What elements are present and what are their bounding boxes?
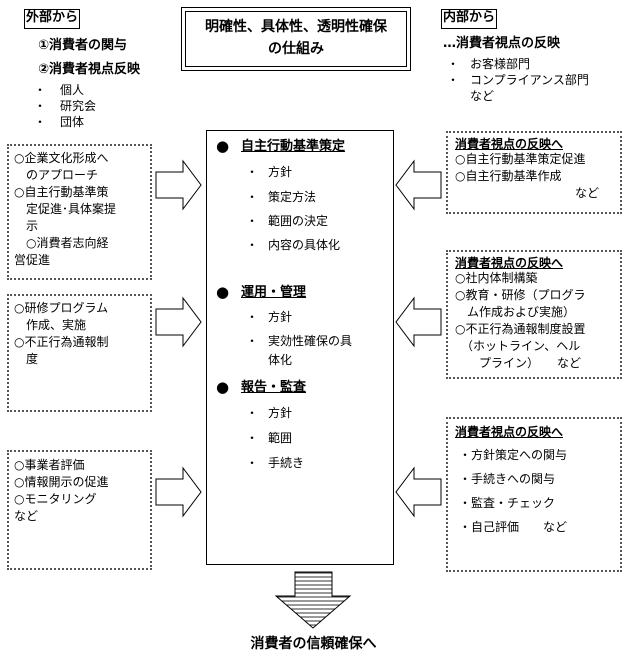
small-bullet: ・ [246,214,259,228]
right-box-2 [446,250,622,379]
right-bullet-2: コンプライアンス部門 [470,73,589,87]
left-bullet-1: 個人 [60,83,85,97]
section-title-reporting: 報告・監査 [241,380,307,395]
left-box-1-text: ○企業文化形成へ のアプローチ ○自主行動基準策 定促進･具体案提 示 ○消費者… [14,151,117,267]
title-line-1: 明確性、具体性、透明性確保 [205,19,387,35]
title-box-inner [185,11,407,67]
small-bullet: ・ [246,334,259,348]
section-1-item-1: 方針 [268,165,293,179]
section-2-item-3: 体化 [268,353,293,367]
right-box-1-text: ○自主行動基準策定促進 ○自主行動基準作成 など [455,152,600,200]
right-box-3 [446,417,622,572]
small-bullet: ・ [246,238,259,252]
arrow-left-icon [395,159,442,211]
right-box-2-title: 消費者視点の反映へ [455,256,564,270]
small-bullet: ・ [246,190,259,204]
section-bullet: ● [216,283,230,301]
right-box-1 [446,131,622,214]
left-box-1 [7,144,152,280]
section-1-item-2: 策定方法 [268,190,317,204]
arrow-left-icon [395,466,442,518]
arrow-left-icon [395,296,442,348]
right-box-2-text: ○社内体制構築 ○教育・研修（プログラ ム作成および実施） ○不正行為通報制度設… [455,271,586,370]
left-bullet-dot: ・ [34,115,47,129]
title-box [181,7,411,71]
inside-label: 内部から [443,10,496,25]
small-bullet: ・ [246,431,259,445]
section-bullet: ● [216,137,230,155]
section-2-item-1: 方針 [268,310,293,324]
inside-label-box [441,9,497,29]
left-bullet-dot: ・ [34,83,47,97]
left-box-2-text: ○研修プログラム 作成、実施 ○不正行為通報制 度 [14,301,109,366]
conclusion-text: 消費者の信頼確保へ [250,636,377,652]
right-box-3-title: 消費者視点の反映へ [455,425,564,439]
left-bullet-3: 団体 [60,115,85,129]
left-bullet-dot: ・ [34,99,47,113]
left-bullet-2: 研究会 [60,99,97,113]
outside-label: 外部から [26,10,79,25]
right-box-3-item-1: ・方針策定への関与 [459,448,568,462]
small-bullet: ・ [246,456,259,470]
outside-label-box [24,9,80,29]
section-3-item-3: 手続き [268,456,305,470]
section-title-operation: 運用・管理 [241,285,307,300]
section-2-item-2: 実効性確保の具 [268,334,353,348]
left-box-2 [7,294,152,412]
right-box-1-title: 消費者視点の反映へ [455,137,564,151]
section-3-item-2: 範囲 [268,431,293,445]
section-1-item-4: 内容の具体化 [268,238,341,252]
section-title-self-regulation: 自主行動基準策定 [241,139,346,154]
arrow-right-icon [155,159,202,211]
small-bullet: ・ [246,310,259,324]
right-box-3-item-2: ・手続きへの関与 [459,472,556,486]
left-item-1: ①消費者の関与 [38,38,128,53]
section-1-item-3: 範囲の決定 [268,214,329,228]
section-3-item-1: 方針 [268,406,293,420]
left-box-3 [7,450,152,570]
title-line-2: の仕組み [268,41,324,57]
left-box-3-text: ○事業者評価 ○情報開示の促進 ○モニタリング など [14,458,109,523]
arrow-right-icon [155,296,202,348]
center-box [206,130,394,565]
arrow-down-icon [274,571,352,629]
right-bullet-dot: ・ [447,57,460,71]
right-bullet-1: お客様部門 [470,57,531,71]
arrow-right-icon [155,466,202,518]
right-box-3-item-3: ・監査・チェック [459,496,556,510]
small-bullet: ・ [246,406,259,420]
right-bullet-dot: ・ [447,73,460,87]
section-bullet: ● [216,378,230,396]
right-item: …消費者視点の反映 [443,36,561,51]
left-item-2: ②消費者視点反映 [38,62,141,77]
right-bullet-tail: など [470,89,495,103]
small-bullet: ・ [246,165,259,179]
right-box-3-item-4: ・自己評価 など [459,520,568,534]
